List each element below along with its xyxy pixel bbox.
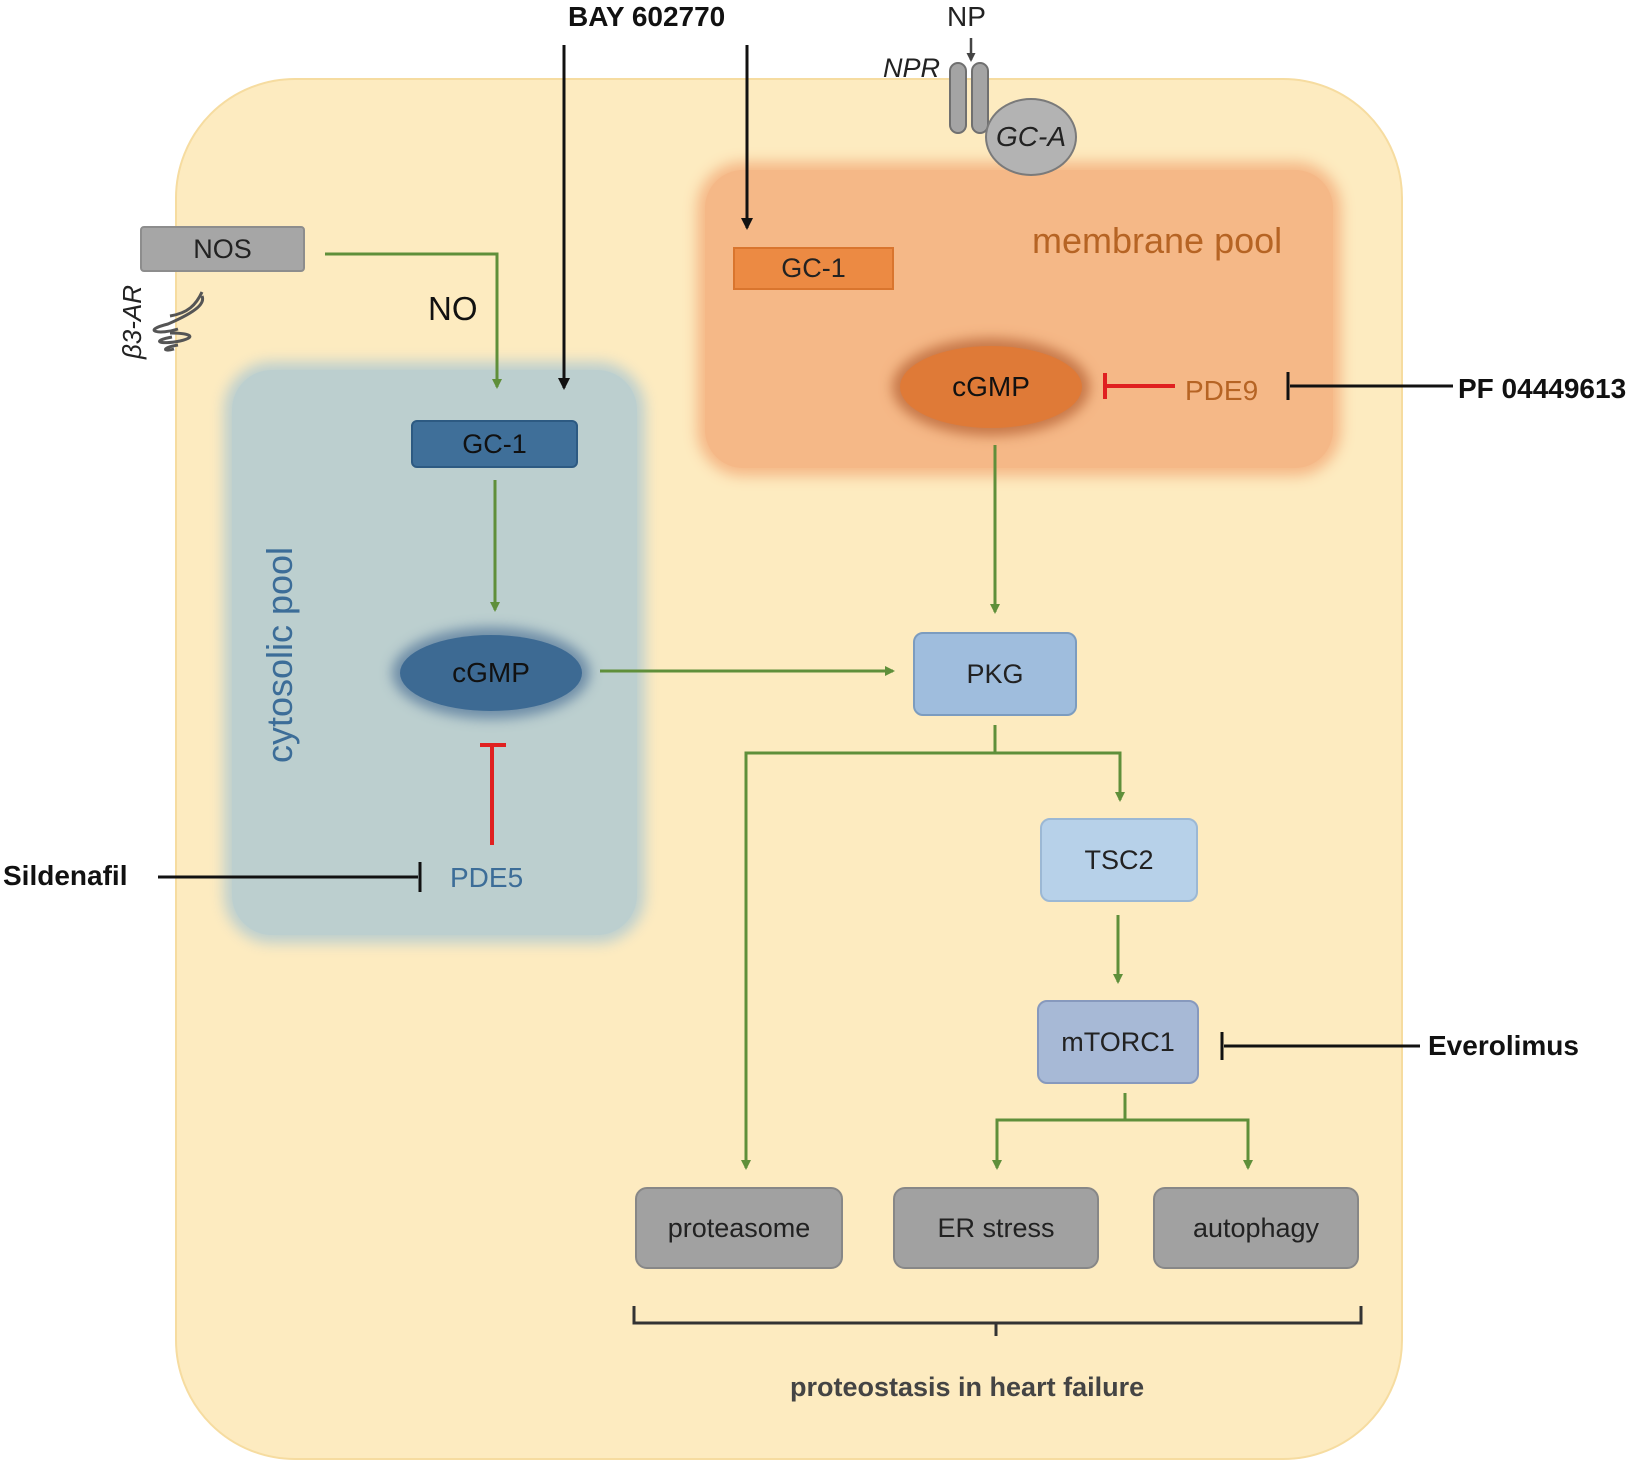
- arrow-pkg-to-proteasome: [741, 725, 997, 1170]
- pkg-node: PKG: [913, 632, 1077, 716]
- arrow-nos-to-gc1: [325, 252, 502, 389]
- pde9-label: PDE9: [1185, 375, 1259, 406]
- everolimus-label: Everolimus: [1428, 1030, 1579, 1061]
- er-stress-node: ER stress: [893, 1187, 1099, 1269]
- bay-602770-label: BAY 602770: [568, 1, 726, 32]
- mtorc1-node: mTORC1: [1037, 1000, 1199, 1084]
- npr-receptor-icon: [949, 62, 989, 134]
- tsc2-node: TSC2: [1040, 818, 1198, 902]
- pf-04449613-label: PF 04449613: [1458, 373, 1627, 404]
- arrow-mtorc1-to-autophagy: [1125, 1118, 1253, 1170]
- arrow-mtorc1-to-er-stress: [992, 1093, 1127, 1170]
- gc1-cytosolic-node: GC-1: [411, 420, 578, 468]
- proteasome-node: proteasome: [635, 1187, 843, 1269]
- sildenafil-label: Sildenafil: [3, 860, 128, 891]
- beta3-ar-label: β3-AR: [117, 284, 147, 360]
- cgmp-cytosolic-node: cGMP: [400, 635, 582, 711]
- membrane-pool-label: membrane pool: [1032, 220, 1283, 261]
- gc1-membrane-node: GC-1: [733, 247, 894, 290]
- gc-a-receptor: GC-A: [985, 98, 1077, 176]
- pde5-label: PDE5: [450, 862, 524, 893]
- proteostasis-summary-label: proteostasis in heart failure: [790, 1372, 1145, 1402]
- arrow-pkg-to-tsc2: [995, 751, 1125, 802]
- autophagy-node: autophagy: [1153, 1187, 1359, 1269]
- np-label: NP: [947, 1, 986, 32]
- npr-label: NPR: [883, 53, 941, 83]
- cgmp-membrane-node: cGMP: [900, 346, 1082, 428]
- no-label: NO: [428, 290, 478, 327]
- outcome-brace: [632, 1306, 1363, 1336]
- beta3-ar-receptor-icon: [152, 291, 205, 352]
- nos-node: NOS: [140, 226, 305, 272]
